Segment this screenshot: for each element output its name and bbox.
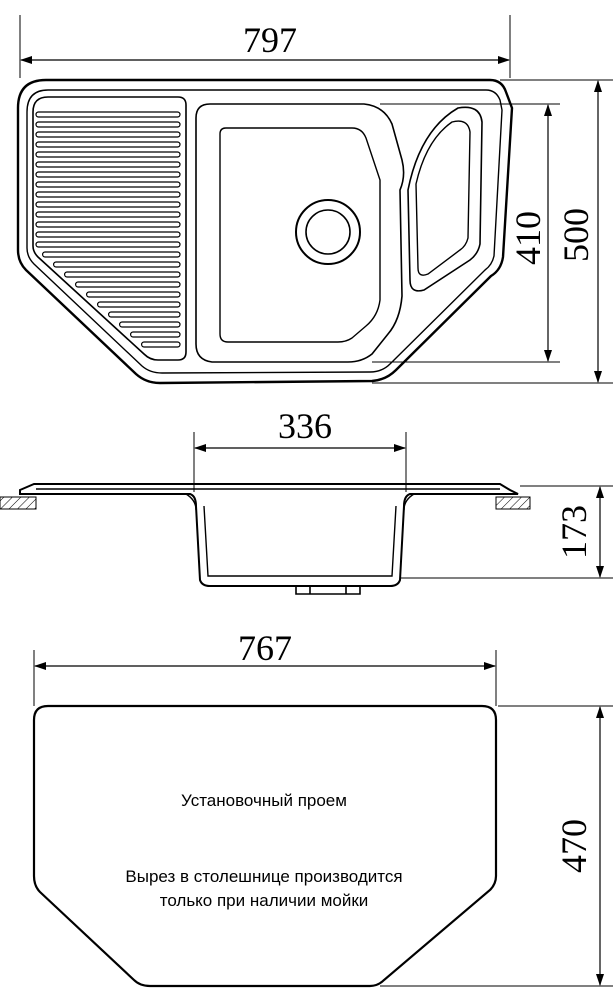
cutout-note-line2: только при наличии мойки	[160, 891, 369, 910]
drainboard-rib	[130, 331, 181, 338]
drainboard-rib	[35, 111, 181, 118]
drain-inner	[305, 209, 351, 255]
drainboard-rib	[96, 301, 181, 308]
main-bowl-outline	[195, 103, 405, 363]
drainboard-rib	[35, 221, 181, 228]
drainboard-rib	[74, 281, 181, 288]
drainboard-rib	[35, 191, 181, 198]
drainboard-rib	[141, 341, 181, 348]
bowl-depth-label: 410	[508, 211, 548, 265]
countertop-left-hatch	[0, 496, 37, 510]
drain-stub	[295, 586, 361, 595]
drainboard-rib	[107, 311, 181, 318]
drainboard-rib	[35, 241, 181, 248]
overall-width-label: 797	[243, 20, 297, 60]
small-bowl-inner	[415, 120, 471, 276]
drainboard-rib	[35, 171, 181, 178]
drainboard-rib	[35, 151, 181, 158]
sink-profile-outer	[19, 483, 519, 587]
drainboard-rib	[35, 131, 181, 138]
drainboard-rib	[35, 211, 181, 218]
cutout-outline	[32, 704, 498, 988]
drainboard-plate	[32, 96, 187, 361]
sink-outer-rim	[16, 78, 514, 385]
bowl-width-label: 336	[278, 406, 332, 446]
small-bowl-outline	[407, 106, 483, 292]
drainboard-rib	[35, 141, 181, 148]
drainboard-rib	[35, 181, 181, 188]
top-view: 797 410 500	[16, 15, 613, 385]
drainboard-ribs	[35, 111, 181, 348]
drainboard-rib	[41, 251, 181, 258]
sink-inner-rim	[26, 89, 503, 374]
cutout-depth-label: 470	[554, 819, 594, 873]
section-view: 336 173	[0, 406, 613, 595]
overall-depth-label: 500	[556, 208, 596, 262]
sink-profile-inner	[36, 488, 500, 577]
drainboard-rib	[35, 201, 181, 208]
drainboard-rib	[63, 271, 181, 278]
countertop-right-hatch	[495, 496, 531, 510]
cutout-width-label: 767	[238, 628, 292, 668]
drainboard-rib	[35, 231, 181, 238]
drain-outer	[295, 199, 361, 265]
drainboard-rib	[35, 161, 181, 168]
drainboard-rib	[85, 291, 181, 298]
drainboard-rib	[52, 261, 181, 268]
drainboard-rib	[118, 321, 181, 328]
bowl-height-label: 173	[554, 505, 594, 559]
drainboard-rib	[35, 121, 181, 128]
cutout-note-line1: Вырез в столешнице производится	[125, 867, 402, 886]
main-bowl-inner	[219, 127, 381, 343]
cutout-label: Установочный проем	[181, 791, 347, 810]
cutout-view: 767 Установочный проем Вырез в столешниц…	[32, 628, 613, 988]
